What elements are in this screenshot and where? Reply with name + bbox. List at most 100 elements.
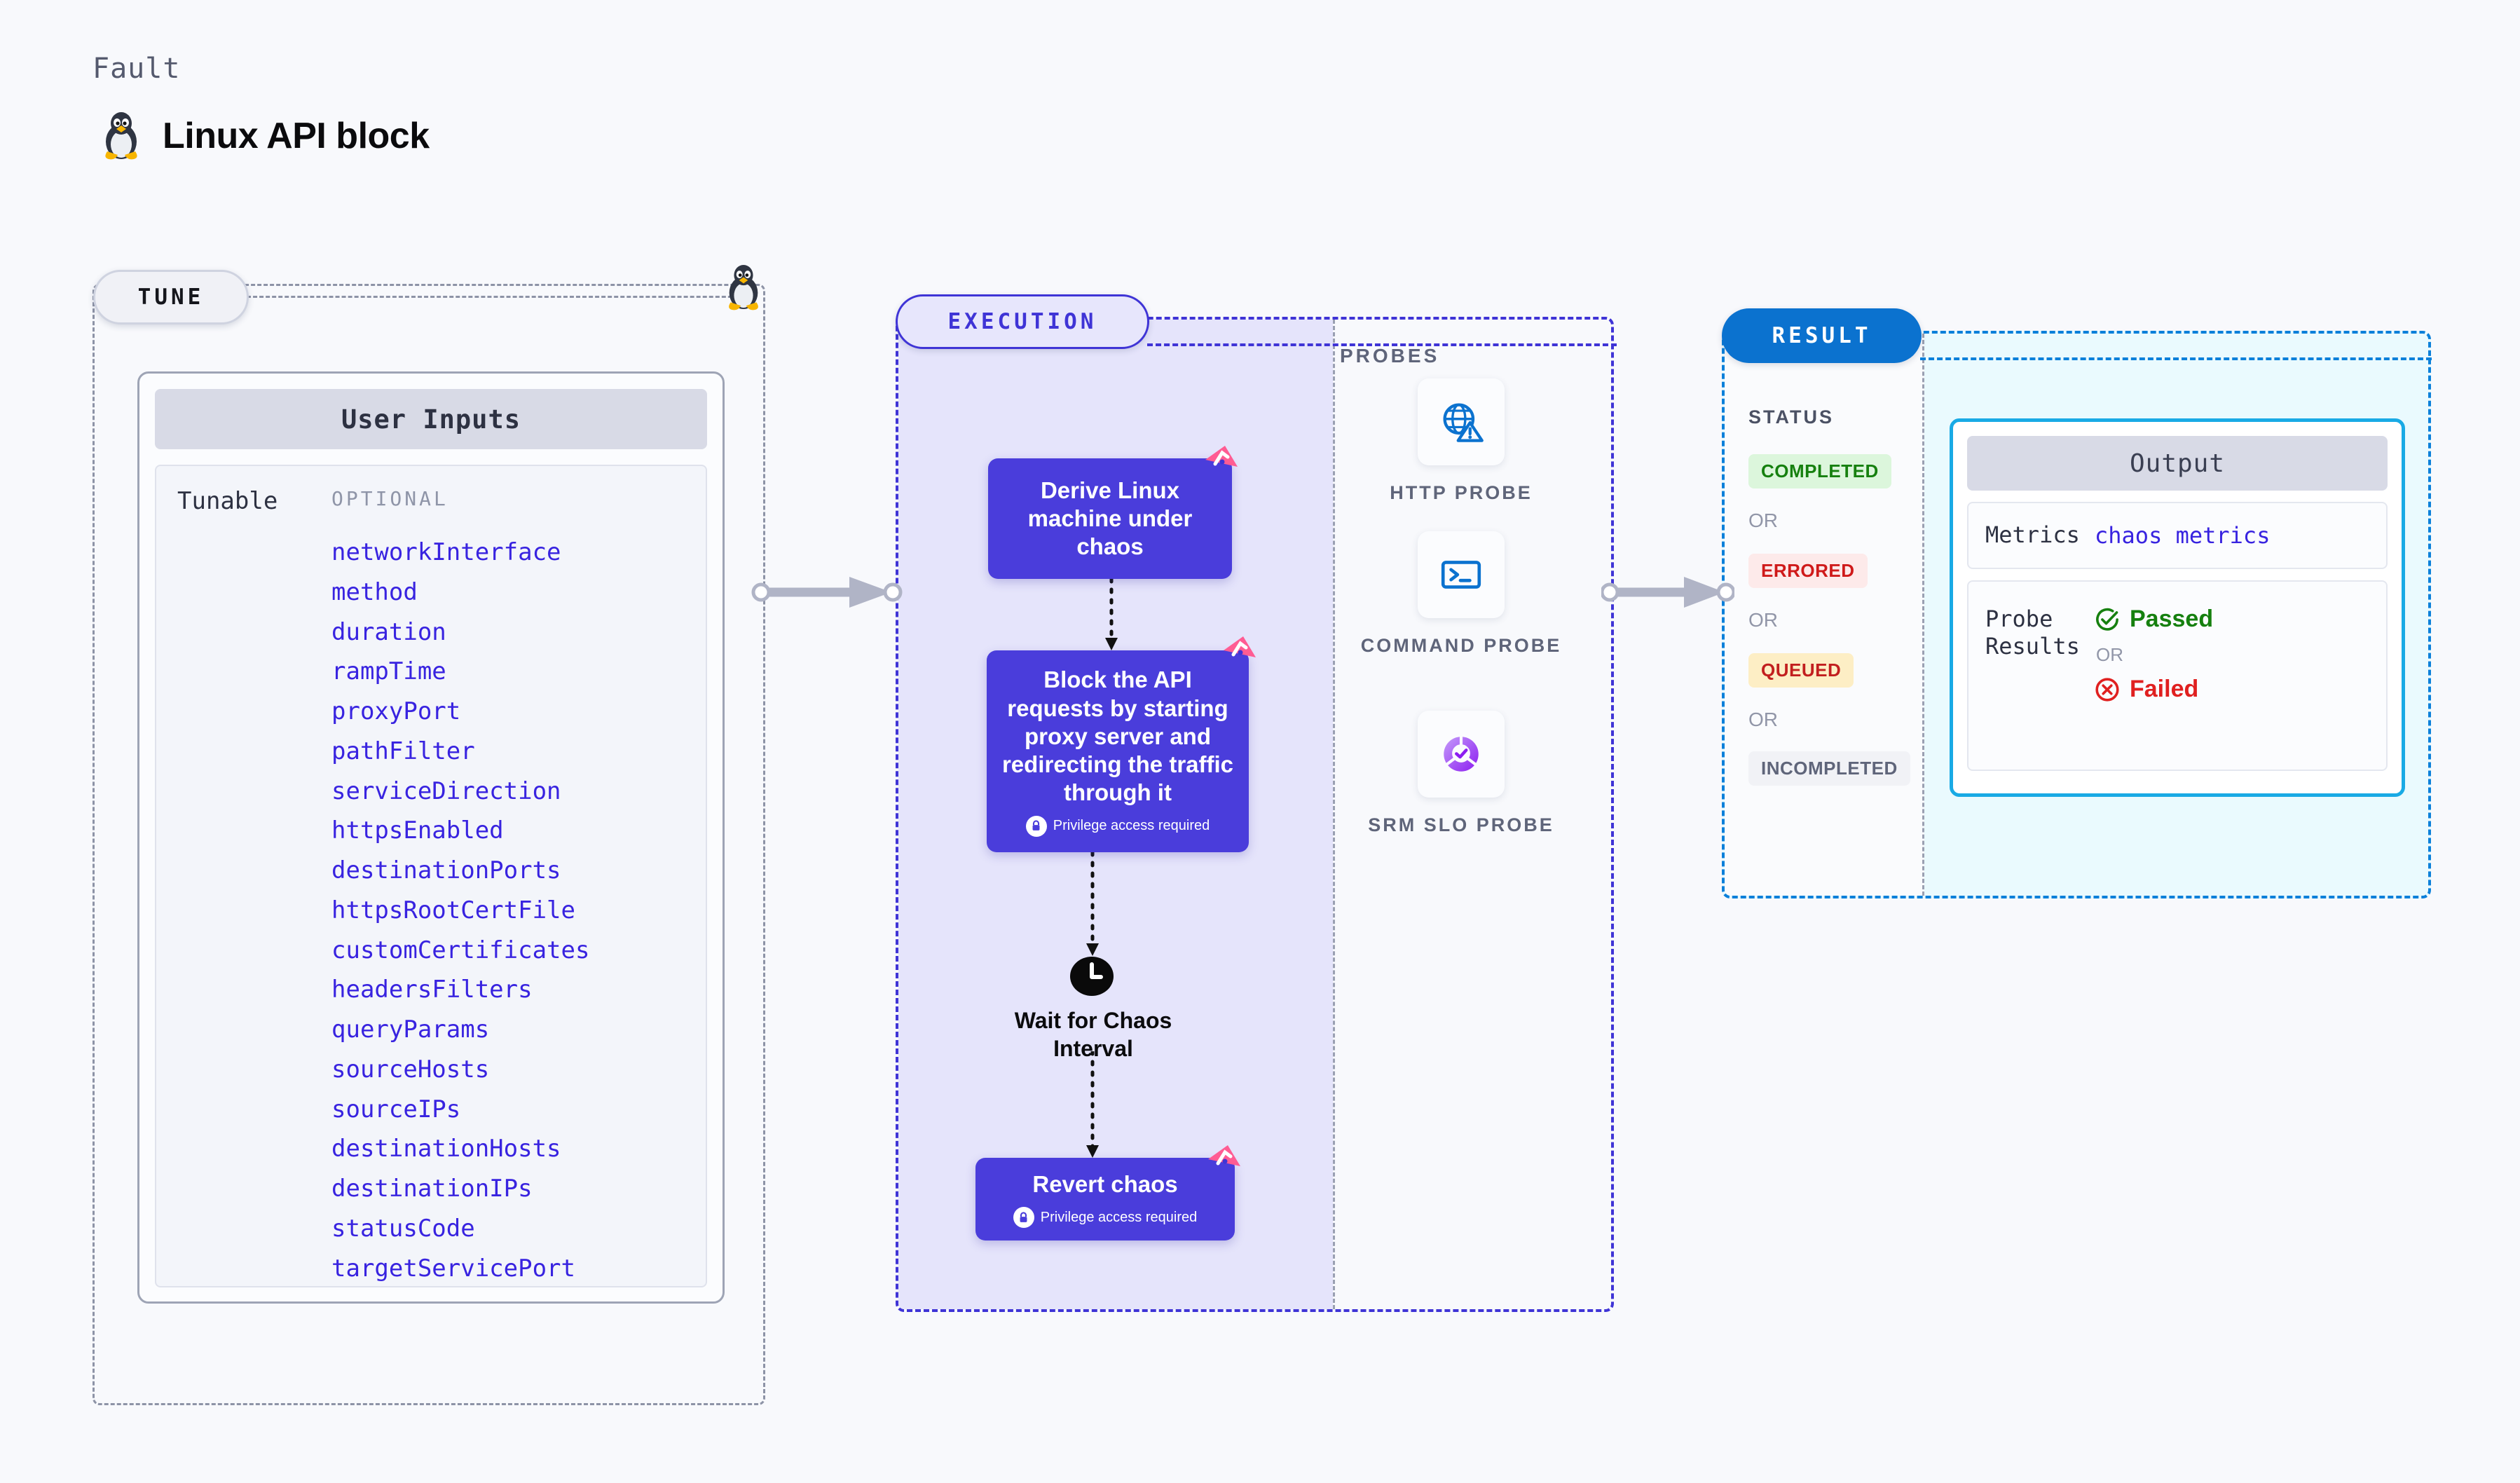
status-section-title: STATUS xyxy=(1748,406,1834,428)
or-separator: OR xyxy=(1748,510,1778,531)
x-circle-icon xyxy=(2095,677,2119,702)
execution-node-revert-chaos[interactable]: Revert chaos Privilege access required xyxy=(975,1145,1240,1241)
execution-node-block-api[interactable]: Block the API requests by starting proxy… xyxy=(987,636,1256,852)
connector-derive-to-block xyxy=(1105,579,1118,650)
output-probe-results-row: Probe Results Passed OR Failed xyxy=(1967,580,2388,771)
stage-pill-result-label: RESULT xyxy=(1772,323,1872,348)
tunable-item[interactable]: destinationPorts xyxy=(331,856,561,885)
stage-pill-tune[interactable]: TUNE xyxy=(93,270,249,324)
tunable-item[interactable]: sourceHosts xyxy=(331,1055,490,1084)
privilege-required-row: Privilege access required xyxy=(1025,815,1210,837)
tux-penguin-icon xyxy=(729,265,758,310)
tunable-item[interactable]: httpsEnabled xyxy=(331,816,504,845)
lock-icon xyxy=(1025,815,1047,837)
probe-item-srm-slo[interactable]: SRM SLO PROBE xyxy=(1356,711,1566,838)
harness-chaos-badge-icon xyxy=(1205,446,1238,467)
tunable-item[interactable]: queryParams xyxy=(331,1016,490,1044)
connector-wait-to-revert xyxy=(1086,1051,1099,1158)
tunable-item[interactable]: destinationHosts xyxy=(331,1135,561,1163)
tunable-item[interactable]: duration xyxy=(331,617,446,646)
probe-item-http[interactable]: HTTP PROBE xyxy=(1356,378,1566,505)
probe-results-key: Probe Results xyxy=(1985,606,2080,660)
tune-top-connector xyxy=(247,296,751,298)
or-separator: OR xyxy=(1748,709,1778,730)
harness-chaos-badge-icon xyxy=(1208,1145,1240,1166)
execution-node-title: Block the API requests by starting proxy… xyxy=(1001,667,1234,806)
tunable-item[interactable]: headersFilters xyxy=(331,976,533,1004)
probe-item-command[interactable]: COMMAND PROBE xyxy=(1356,531,1566,658)
output-card: Output Metrics chaos metrics Probe Resul… xyxy=(1950,418,2405,797)
tunable-item[interactable]: networkInterface xyxy=(331,538,561,566)
status-badge-queued: QUEUED xyxy=(1748,653,1854,688)
tunable-item[interactable]: targetServicePort xyxy=(331,1254,575,1283)
probe-result-failed: Failed xyxy=(2095,676,2213,703)
or-separator: OR xyxy=(1748,609,1778,631)
globe-warning-icon xyxy=(1443,403,1484,442)
fault-title-row: Linux API block xyxy=(98,111,430,161)
tux-penguin-icon xyxy=(105,112,137,160)
probe-label: COMMAND PROBE xyxy=(1360,635,1562,656)
tunable-item[interactable]: statusCode xyxy=(331,1215,475,1243)
tunable-item[interactable]: serviceDirection xyxy=(331,777,561,805)
or-separator: OR xyxy=(2096,644,2123,665)
arrow-execution-to-result xyxy=(1601,577,1734,608)
probe-failed-label: Failed xyxy=(2130,676,2199,702)
probe-result-passed: Passed xyxy=(2095,606,2213,633)
status-badge-incompleted: INCOMPLETED xyxy=(1748,751,1910,786)
tunable-item[interactable]: method xyxy=(331,578,418,606)
execution-node-title: Derive Linux machine under chaos xyxy=(1027,477,1193,560)
probe-passed-label: Passed xyxy=(2130,606,2214,632)
probes-divider xyxy=(1333,320,1335,1309)
tunable-group-label: Tunable xyxy=(177,487,278,515)
check-circle-icon xyxy=(2096,608,2118,631)
status-column xyxy=(1725,334,1924,896)
arrow-tune-to-execution xyxy=(751,577,903,608)
probe-results-values: Passed OR Failed xyxy=(2095,606,2213,770)
execution-node-derive[interactable]: Derive Linux machine under chaos xyxy=(988,446,1238,579)
tunable-item[interactable]: customCertificates xyxy=(331,936,590,964)
stage-pill-result[interactable]: RESULT xyxy=(1722,308,1922,363)
tunable-item[interactable]: destinationIPs xyxy=(331,1175,533,1203)
probes-section-title: PROBES xyxy=(1340,345,1440,367)
harness-chaos-badge-icon xyxy=(1224,636,1256,657)
tunable-item[interactable]: sourceIPs xyxy=(331,1095,461,1123)
user-inputs-card: User Inputs Tunable OPTIONAL networkInte… xyxy=(137,371,725,1304)
metrics-key: Metrics xyxy=(1985,521,2080,549)
connector-block-to-wait xyxy=(1086,852,1099,956)
tunable-item[interactable]: rampTime xyxy=(331,657,446,686)
stage-pill-tune-label: TUNE xyxy=(137,285,205,310)
tunable-list: OPTIONAL networkInterface method duratio… xyxy=(331,487,706,1286)
metrics-value[interactable]: chaos metrics xyxy=(2095,522,2271,549)
slo-donut-check-icon xyxy=(1444,735,1479,772)
status-badge-completed: COMPLETED xyxy=(1748,454,1891,488)
privilege-required-label: Privilege access required xyxy=(1040,1209,1198,1225)
tunable-item[interactable]: httpsRootCertFile xyxy=(331,896,575,924)
output-metrics-row: Metrics chaos metrics xyxy=(1967,502,2388,569)
result-top-connector xyxy=(1920,357,2432,360)
privilege-required-row: Privilege access required xyxy=(1013,1207,1198,1229)
terminal-icon xyxy=(1441,561,1481,589)
probe-label: SRM SLO PROBE xyxy=(1368,814,1554,835)
probe-tile xyxy=(1418,378,1505,465)
probe-label: HTTP PROBE xyxy=(1390,482,1533,503)
status-badge-errored: ERRORED xyxy=(1748,554,1868,588)
user-inputs-title: User Inputs xyxy=(155,389,707,449)
clock-icon xyxy=(1070,957,1114,996)
execution-top-connector xyxy=(1147,343,1617,346)
output-title: Output xyxy=(1967,436,2388,491)
stage-pill-execution-label: EXECUTION xyxy=(947,309,1097,334)
probe-tile xyxy=(1418,711,1505,798)
lock-icon xyxy=(1013,1207,1034,1229)
tune-stage-boundary xyxy=(93,284,765,1405)
tunable-item[interactable]: pathFilter xyxy=(331,737,475,765)
privilege-required-label: Privilege access required xyxy=(1053,818,1210,834)
probe-tile xyxy=(1418,531,1505,618)
page-title: Linux API block xyxy=(163,116,430,156)
tunable-panel: Tunable OPTIONAL networkInterface method… xyxy=(155,465,707,1287)
tunable-item[interactable]: proxyPort xyxy=(331,697,461,726)
execution-node-title: Revert chaos xyxy=(1032,1170,1178,1197)
wait-node-label: Wait for Chaos Interval xyxy=(1014,1008,1172,1061)
optional-label: OPTIONAL xyxy=(331,487,448,510)
fault-kicker-label: Fault xyxy=(93,53,181,85)
stage-pill-execution[interactable]: EXECUTION xyxy=(896,294,1149,349)
